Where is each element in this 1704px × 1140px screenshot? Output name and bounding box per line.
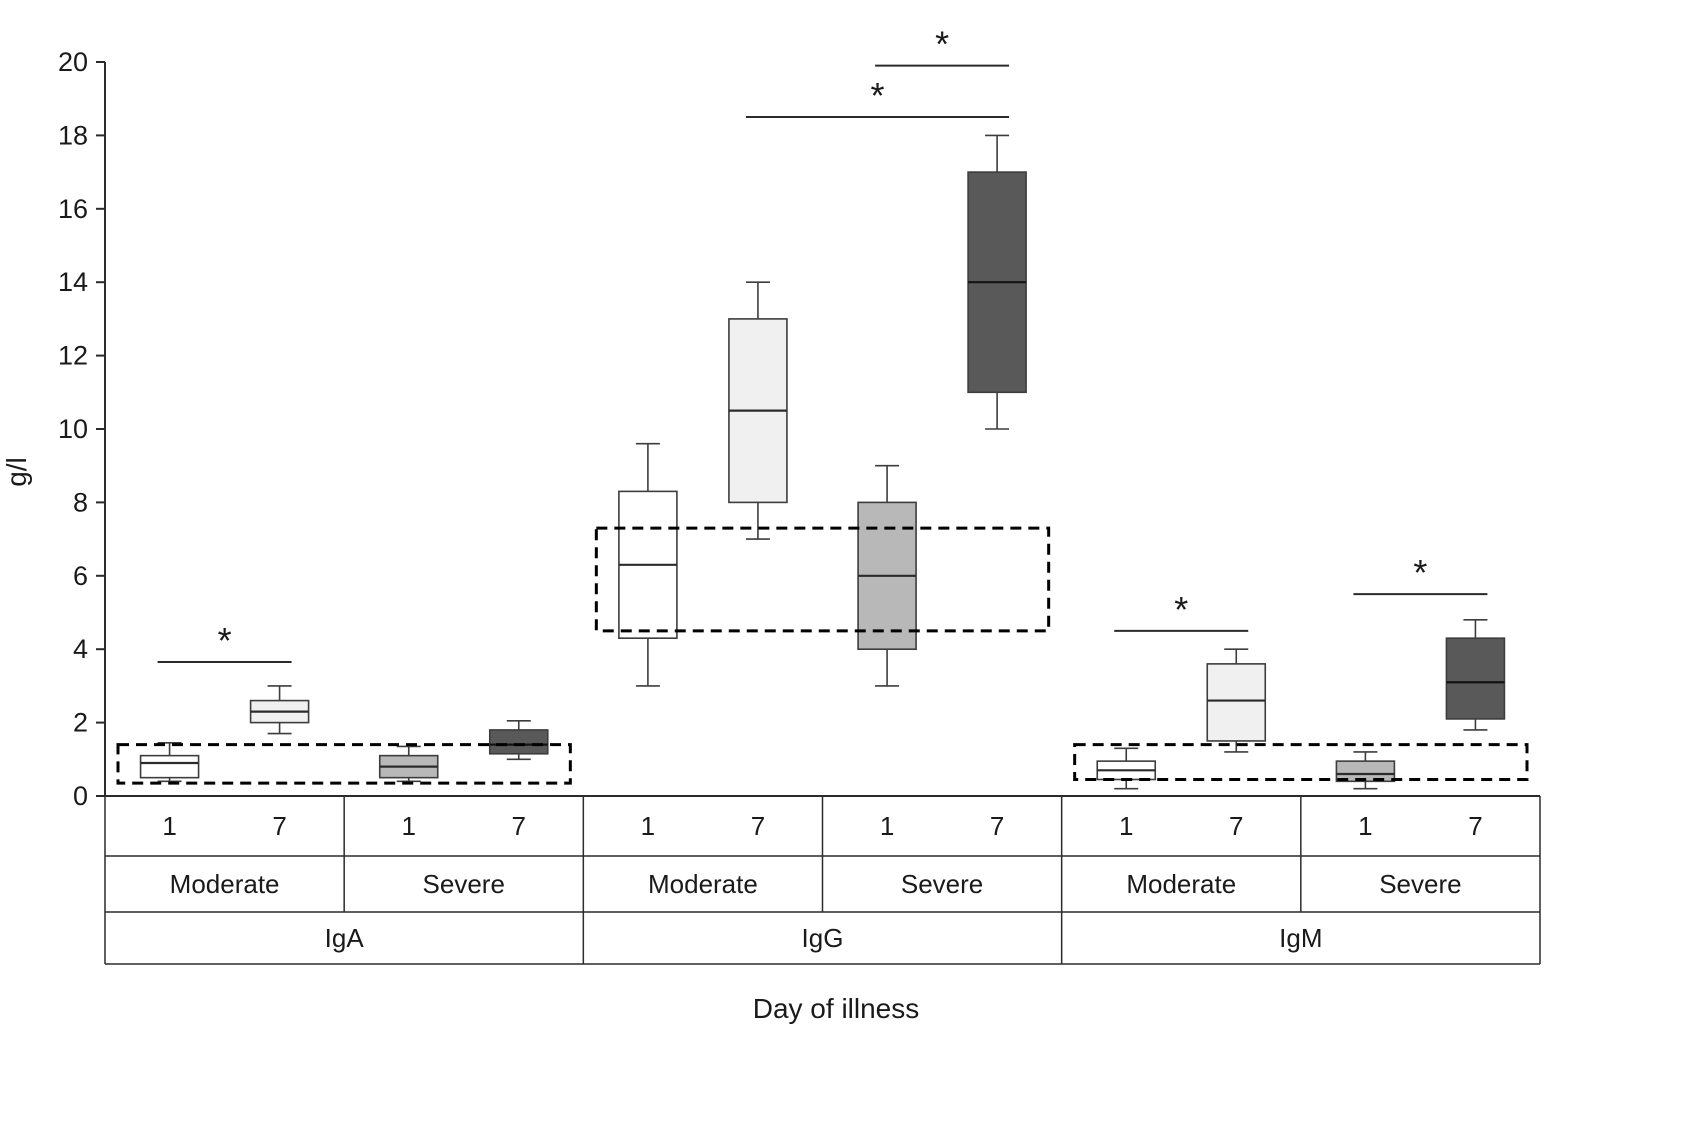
iqr-box — [488, 729, 549, 755]
box-igg-moderate-day1 — [618, 442, 678, 687]
box-igg-severe-day7 — [967, 134, 1027, 430]
box-iga-severe-day1 — [378, 745, 439, 783]
y-tick-label: 14 — [58, 267, 88, 297]
immunoglobulin-label: IgA — [325, 923, 365, 953]
day-label: 7 — [1229, 811, 1243, 841]
box-igg-severe-day1 — [857, 464, 917, 687]
reference-range-IgM — [1073, 743, 1529, 781]
iqr-box — [139, 754, 200, 779]
day-label: 7 — [512, 811, 526, 841]
day-label: 7 — [990, 811, 1004, 841]
day-label: 1 — [880, 811, 894, 841]
box-igm-moderate-day7 — [1206, 648, 1267, 753]
significance-asterisk: * — [935, 24, 949, 65]
box-igm-severe-day1 — [1335, 751, 1396, 790]
day-label: 1 — [1119, 811, 1133, 841]
y-tick-label: 18 — [58, 120, 88, 150]
y-tick-label: 12 — [58, 341, 88, 371]
significance-asterisk: * — [1413, 552, 1427, 593]
iqr-box — [1206, 663, 1267, 742]
reference-range-IgA — [116, 743, 572, 785]
immunoglobulin-label: IgG — [802, 923, 844, 953]
box-iga-moderate-day1 — [139, 741, 200, 783]
y-axis-title: g/l — [1, 457, 32, 487]
significance-asterisk: * — [1174, 589, 1188, 630]
box-igm-severe-day7 — [1445, 619, 1506, 731]
box-igm-moderate-day1 — [1096, 747, 1157, 790]
y-tick-label: 8 — [73, 487, 88, 517]
y-tick-label: 20 — [58, 47, 88, 77]
significance-asterisk: * — [871, 75, 885, 116]
y-tick-label: 16 — [58, 194, 88, 224]
day-label: 7 — [1468, 811, 1482, 841]
severity-label: Moderate — [648, 869, 758, 899]
severity-label: Severe — [1379, 869, 1461, 899]
box-iga-severe-day7 — [488, 719, 549, 761]
severity-label: Severe — [423, 869, 505, 899]
day-label: 7 — [751, 811, 765, 841]
iqr-box — [1335, 760, 1396, 783]
reference-range-IgG — [594, 526, 1051, 633]
day-label: 1 — [162, 811, 176, 841]
y-tick-label: 6 — [73, 561, 88, 591]
y-tick-label: 0 — [73, 781, 88, 811]
day-label: 1 — [402, 811, 416, 841]
iqr-box — [1445, 637, 1506, 720]
y-tick-label: 2 — [73, 708, 88, 738]
severity-label: Moderate — [1126, 869, 1236, 899]
x-axis-title: Day of illness — [753, 993, 920, 1024]
day-label: 7 — [272, 811, 286, 841]
box-iga-moderate-day7 — [249, 685, 310, 735]
y-tick-label: 4 — [73, 634, 88, 664]
immunoglobulin-label: IgM — [1279, 923, 1322, 953]
severity-label: Moderate — [170, 869, 280, 899]
severity-label: Severe — [901, 869, 983, 899]
day-label: 1 — [1358, 811, 1372, 841]
y-tick-label: 10 — [58, 414, 88, 444]
box-igg-moderate-day7 — [728, 281, 788, 540]
significance-asterisk: * — [218, 620, 232, 661]
day-label: 1 — [641, 811, 655, 841]
